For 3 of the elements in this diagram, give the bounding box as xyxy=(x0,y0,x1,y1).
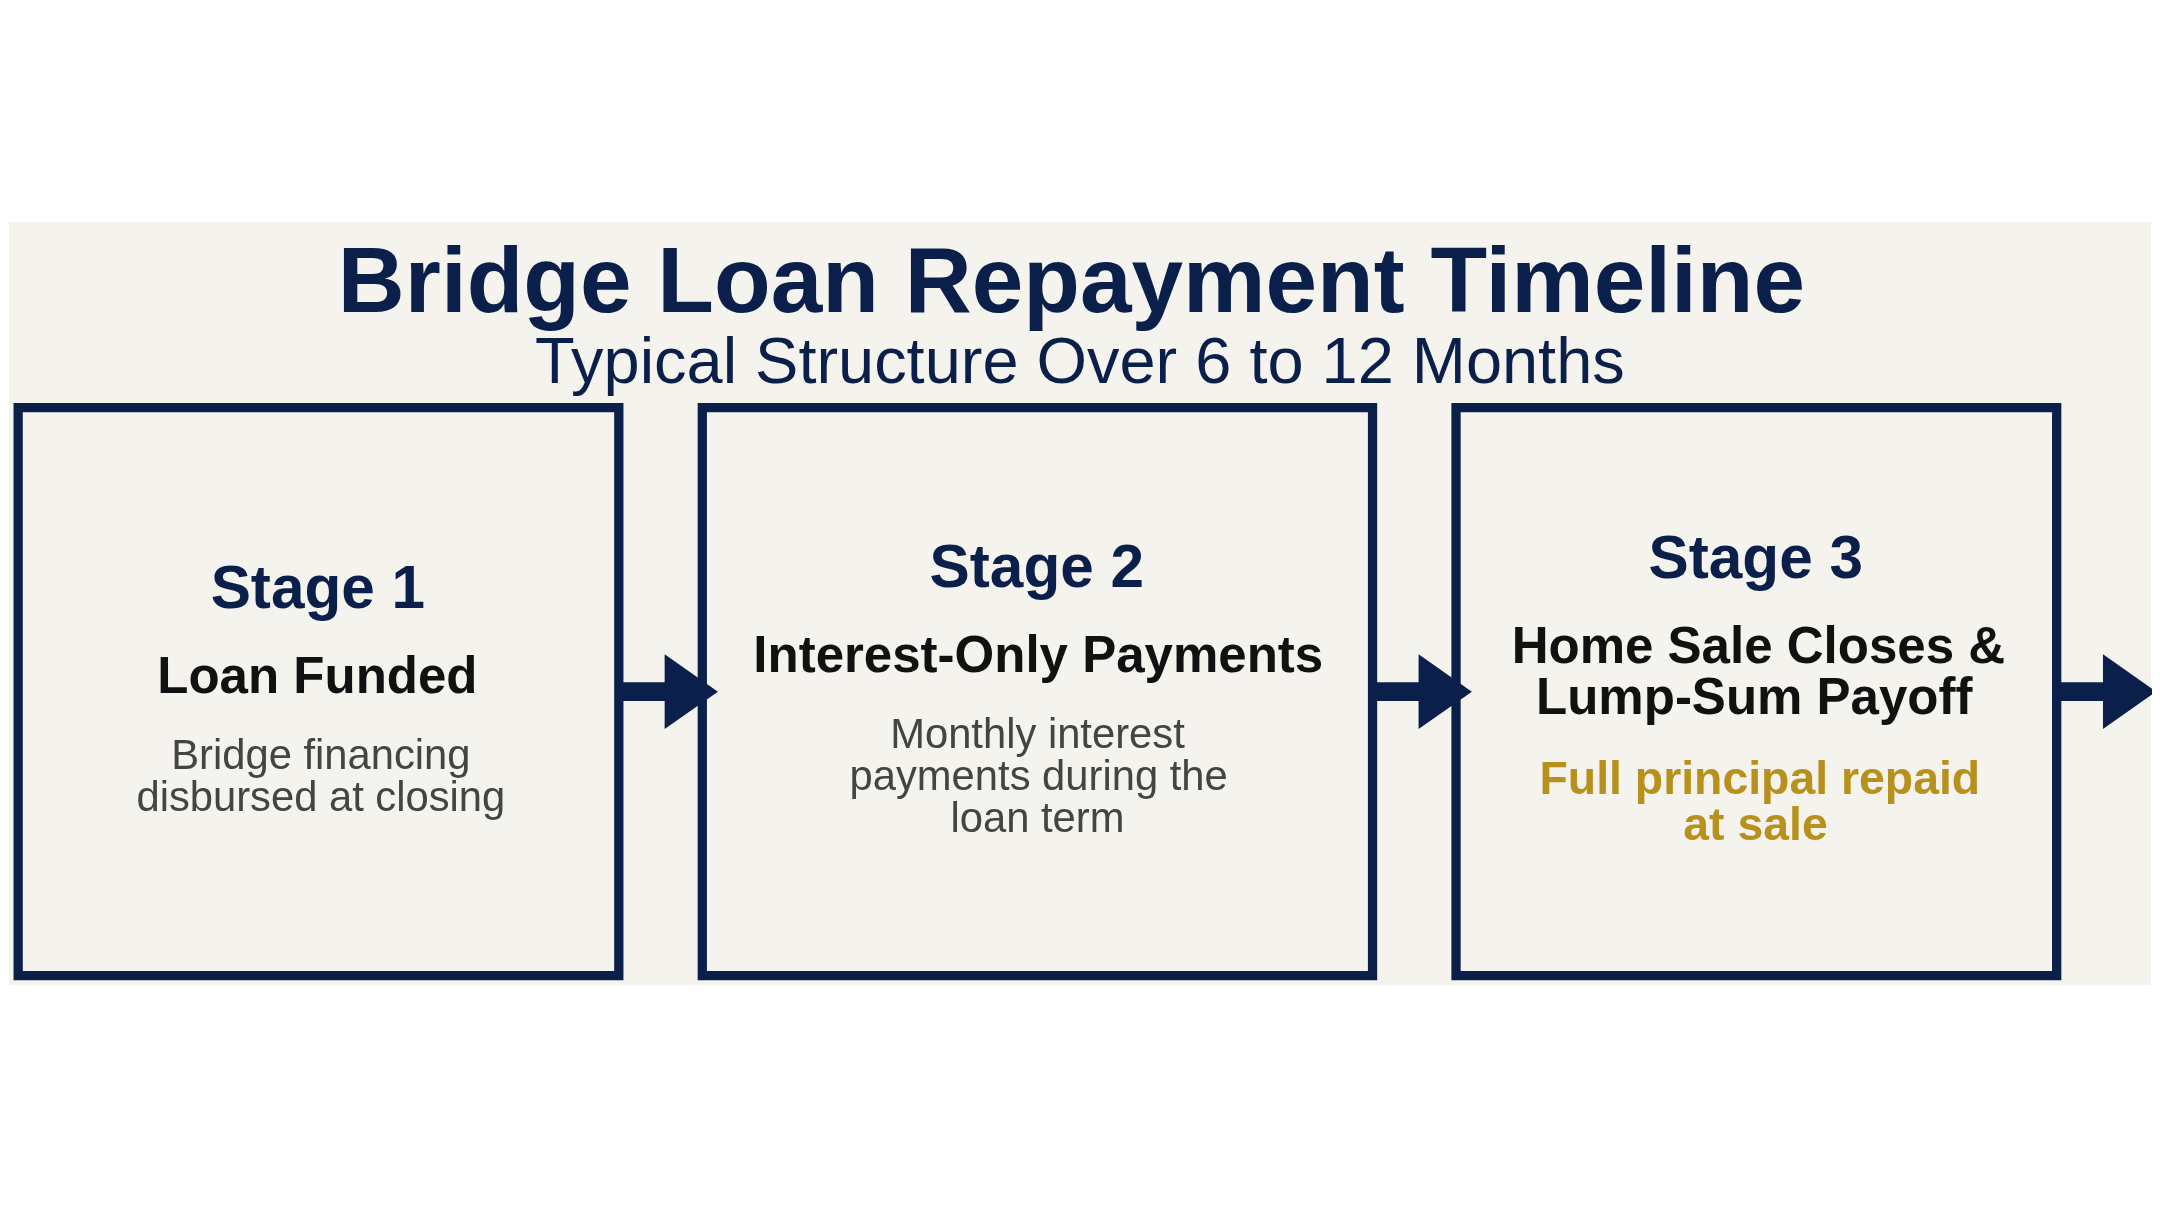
node-box: Stage 2 Interest-Only Payments Monthly interest payments during the loan term xyxy=(697,402,1378,980)
node-box: Stage 1 Loan Funded Bridge financing disbursed at closing xyxy=(13,402,624,980)
node-box: Stage 3 Home Sale Closes & Lump-Sum Payoff Full principal repaid at sale xyxy=(1451,402,2062,980)
